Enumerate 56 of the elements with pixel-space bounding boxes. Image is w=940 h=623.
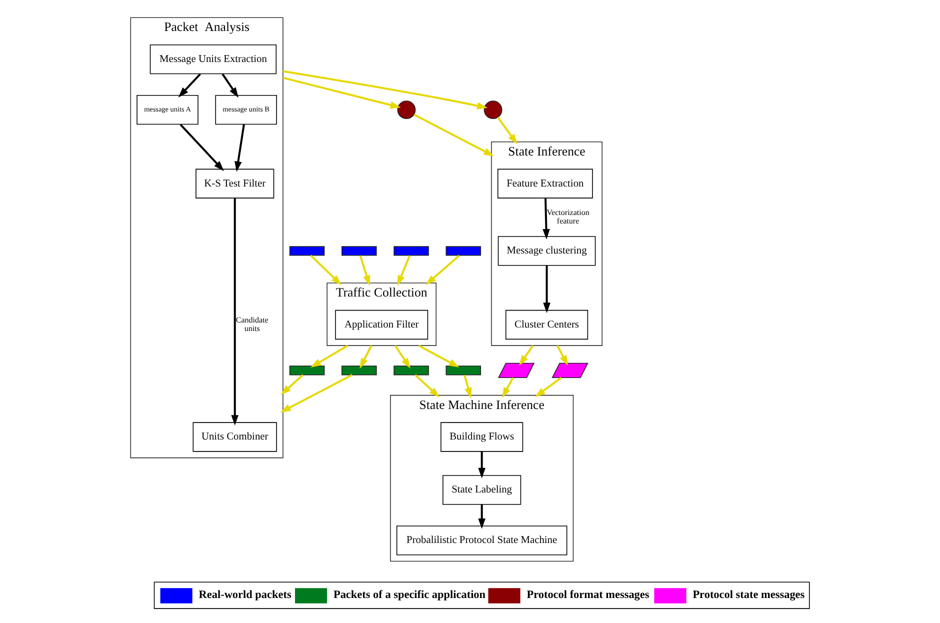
arrow [534, 376, 562, 398]
arrow [497, 116, 518, 144]
node-circle [397, 100, 416, 120]
arrow [556, 345, 568, 366]
node-box: K-S Test Filter [196, 168, 274, 198]
node-box: Feature Extraction [497, 168, 593, 198]
node-bar [289, 246, 325, 256]
node-box: Building Flows [440, 422, 524, 452]
arrow [180, 124, 224, 172]
arrow [502, 377, 514, 398]
node-box: Probalilistic Protocol State Machine [396, 526, 568, 556]
arrow [231, 198, 239, 426]
arrow [542, 198, 550, 240]
arrow [426, 254, 460, 286]
node-bar [446, 366, 482, 376]
node-bar [394, 246, 429, 256]
arrow [414, 114, 494, 156]
arrow [280, 374, 304, 395]
node-box: Units Combiner [192, 422, 277, 452]
node-circle [484, 100, 502, 120]
arrow [234, 124, 245, 172]
arrow [464, 374, 472, 398]
arrow [418, 344, 460, 368]
node-box: Cluster Centers [505, 310, 588, 340]
arrow [310, 344, 348, 368]
node-bar [394, 366, 429, 376]
node-bar [342, 246, 377, 256]
arrow [414, 374, 440, 398]
node-bar [446, 246, 482, 256]
legend-label: Protocol format messages [526, 588, 650, 601]
legend-label: Protocol state messages [692, 588, 805, 601]
node-box: State Labeling [442, 475, 522, 505]
arrow [478, 452, 486, 478]
edge-label: Candidate units [236, 315, 268, 334]
arrow [543, 266, 550, 314]
arrow [310, 254, 342, 286]
node-parallelogram [498, 362, 535, 378]
arrow [280, 374, 353, 412]
arrow [394, 345, 410, 368]
arrow [222, 73, 239, 98]
node-box: Application Filter [335, 310, 428, 340]
node-box: Message Units Extraction [150, 44, 277, 74]
arrow [282, 70, 488, 110]
legend-label: Real-world packets [198, 588, 292, 601]
arrow [519, 345, 534, 366]
arrow [478, 504, 486, 529]
legend-label: Packets of a specific application [333, 588, 486, 601]
node-bar [289, 366, 325, 376]
arrow [360, 345, 372, 369]
node-parallelogram [552, 362, 588, 378]
arrow [397, 255, 411, 286]
arrow [282, 76, 401, 109]
arrow [178, 73, 201, 98]
node-bar [342, 366, 377, 376]
node-box: Message clustering [498, 236, 596, 266]
arrow [359, 255, 370, 286]
